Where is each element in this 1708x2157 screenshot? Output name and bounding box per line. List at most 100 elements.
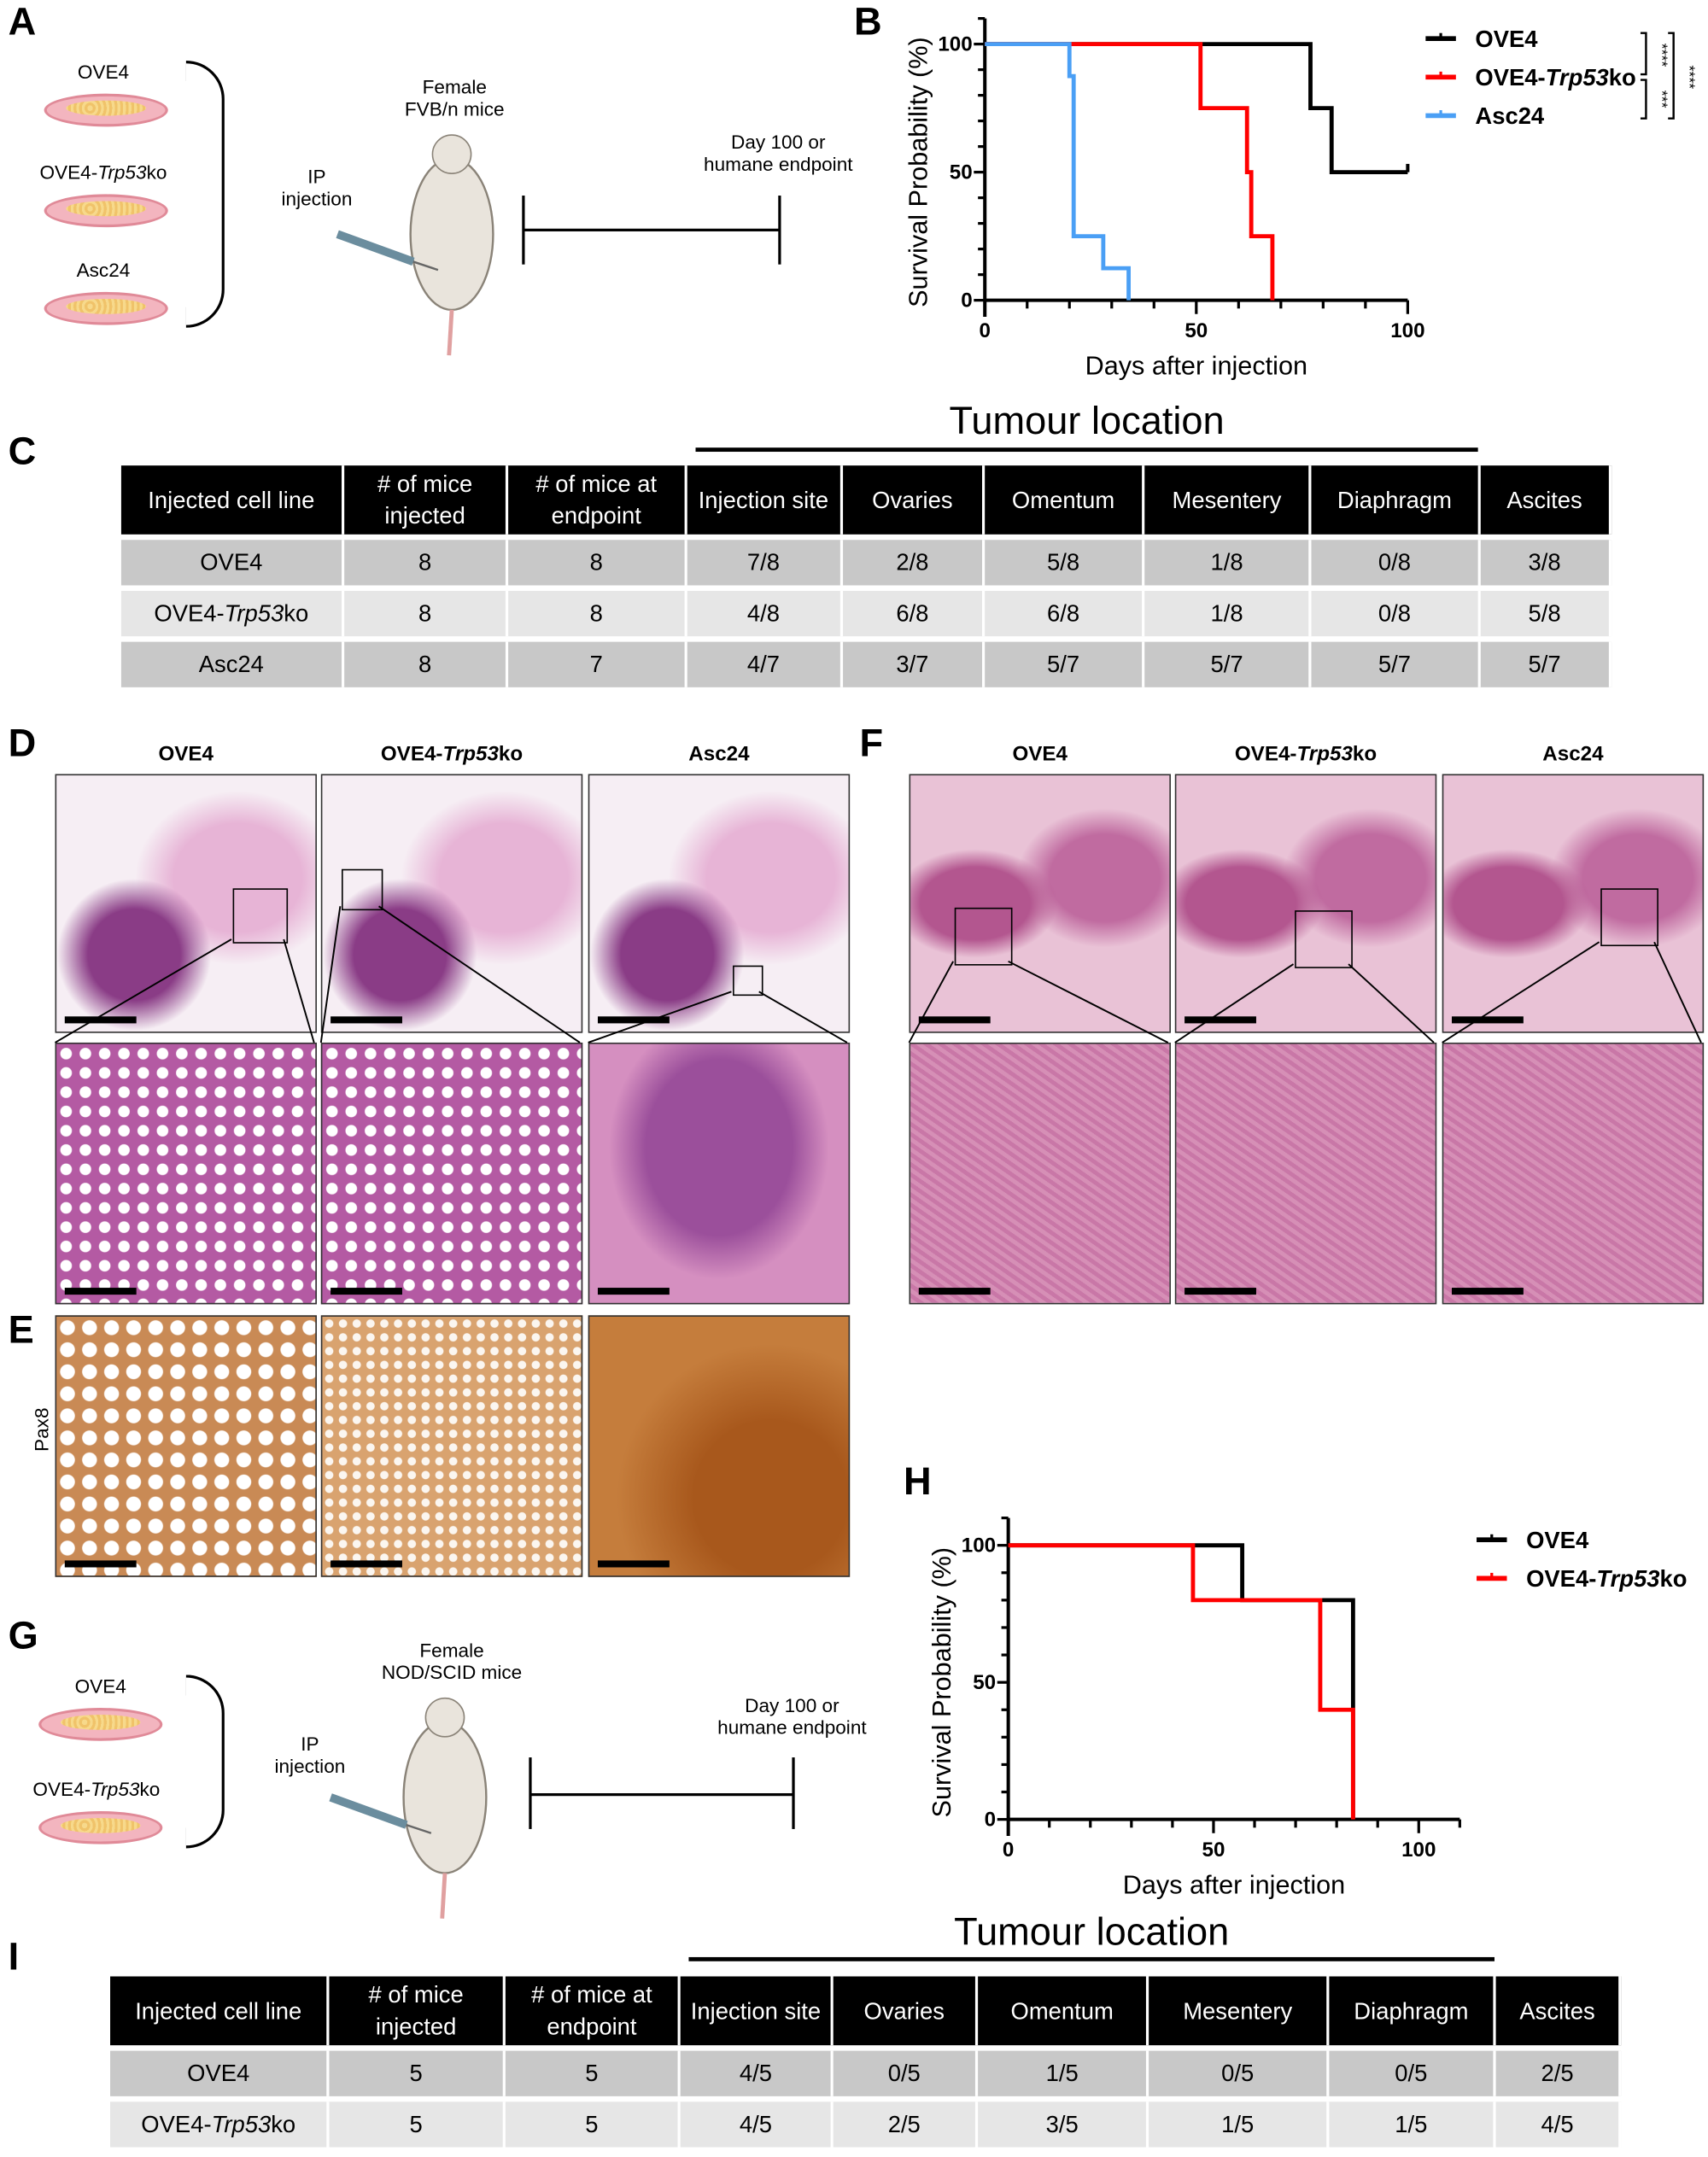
column-title: OVE4-Trp53ko xyxy=(1175,742,1436,765)
table-cell: 1/8 xyxy=(1144,540,1312,586)
mouse-with-syringe-icon xyxy=(336,134,494,356)
table-cell: 4/5 xyxy=(681,2101,834,2148)
scale-bar xyxy=(64,1560,137,1568)
column-header: Injection site xyxy=(687,465,843,535)
scale-bar xyxy=(918,1288,991,1295)
table-cell: 3/5 xyxy=(977,2101,1149,2148)
x-axis-label: Days after injection xyxy=(1085,352,1307,381)
table-cell: 6/8 xyxy=(985,590,1145,637)
survival-curve xyxy=(985,42,1131,301)
table-cell: 7 xyxy=(508,641,687,687)
group-underline xyxy=(688,1956,1494,1961)
y-axis-label: Survival Probability (%) xyxy=(904,37,933,307)
panel-label-b: B xyxy=(853,0,882,43)
table-cell: 5 xyxy=(505,2050,681,2096)
table-cell: 7/8 xyxy=(687,540,843,586)
significance-bracket xyxy=(1640,79,1647,120)
histology-f-overview xyxy=(1174,774,1437,1033)
scale-bar xyxy=(64,1288,137,1295)
scale-bar xyxy=(330,1016,402,1024)
table-cell: 1/5 xyxy=(1149,2101,1329,2148)
table-cell: 5/8 xyxy=(1480,590,1612,637)
panel-label-c: C xyxy=(8,430,37,473)
x-tick-label: 0 xyxy=(1003,1838,1014,1862)
scale-bar xyxy=(1184,1288,1256,1295)
gene-suffix: ko xyxy=(1352,742,1378,766)
histology-d-overview xyxy=(588,774,851,1033)
histology-f-overview xyxy=(909,774,1171,1033)
significance-stars: **** xyxy=(1653,44,1670,67)
table-group-header: Tumour location xyxy=(954,1910,1230,1954)
gene-name: Trp53 xyxy=(1296,742,1353,766)
cell-line-label: OVE4-Trp53ko xyxy=(14,161,193,184)
cell-line-prefix: OVE4- xyxy=(32,1778,91,1801)
x-axis-label: Days after injection xyxy=(1123,1871,1345,1900)
column-header: Ovaries xyxy=(842,465,986,535)
table-header-row: Injected cell line# of mice injected# of… xyxy=(110,1976,1622,2046)
table-cell: 2/8 xyxy=(842,540,986,586)
table-cell: 5/8 xyxy=(985,540,1145,586)
x-tick-label: 50 xyxy=(1202,1838,1225,1862)
zoom-region-box xyxy=(1600,888,1658,947)
stain-label: Pax8 xyxy=(30,1407,53,1452)
x-tick-label: 100 xyxy=(1401,1838,1436,1862)
column-header: Mesentery xyxy=(1149,1976,1329,2046)
panel-label-a: A xyxy=(8,0,37,43)
gene-name: Trp53 xyxy=(91,1778,140,1801)
significance-bracket xyxy=(1640,32,1647,76)
table-cell: 5/7 xyxy=(985,641,1145,687)
zoom-region-box xyxy=(954,907,1013,966)
legend-label: OVE4-Trp53ko xyxy=(1475,64,1635,91)
histology-e-pax8 xyxy=(588,1315,851,1577)
gene-suffix: ko xyxy=(146,161,167,184)
column-header: Omentum xyxy=(977,1976,1149,2046)
timeline-end xyxy=(778,196,781,265)
culture-dish-icon xyxy=(44,291,168,325)
scale-bar xyxy=(597,1560,670,1568)
table-cell: OVE4 xyxy=(110,2050,330,2096)
histology-d-overview xyxy=(55,774,317,1033)
endpoint-label: Day 100 or humane endpoint xyxy=(704,131,853,175)
gene-name: Trp53 xyxy=(442,742,499,766)
column-header: Diaphragm xyxy=(1328,1976,1496,2046)
table-cell: 8 xyxy=(343,590,509,637)
table-cell: 8 xyxy=(508,540,687,586)
column-header: Ascites xyxy=(1480,465,1612,535)
zoom-region-box xyxy=(733,965,763,997)
histology-f-zoom xyxy=(1174,1042,1437,1305)
table-cell: 0/5 xyxy=(1149,2050,1329,2096)
mouse-strain-label: Female NOD/SCID mice xyxy=(381,1639,523,1683)
significance-stars: *** xyxy=(1653,91,1670,108)
timeline-start xyxy=(522,196,525,265)
column-header: # of mice at endpoint xyxy=(505,1976,681,2046)
y-tick-label: 100 xyxy=(962,1534,996,1558)
histology-f-zoom xyxy=(909,1042,1171,1305)
column-title: OVE4 xyxy=(158,742,214,766)
significance-bracket xyxy=(1668,32,1675,120)
y-tick-label: 100 xyxy=(938,33,972,56)
cell-line-label: OVE4 xyxy=(77,60,130,83)
column-header: Injection site xyxy=(681,1976,834,2046)
histology-d-zoom xyxy=(588,1042,851,1305)
brace xyxy=(185,1675,225,1849)
table-cell: 5/7 xyxy=(1480,641,1612,687)
table-cell: 0/5 xyxy=(833,2050,978,2096)
endpoint-label: Day 100 or humane endpoint xyxy=(717,1693,867,1739)
table-cell: 6/8 xyxy=(842,590,986,637)
column-title: OVE4 xyxy=(1012,742,1068,766)
tumour-table-c: Injected cell line# of mice injected# of… xyxy=(120,460,1612,693)
histology-e-pax8 xyxy=(320,1315,583,1577)
table-cell: 0/8 xyxy=(1311,540,1481,586)
histology-d-overview xyxy=(320,774,583,1033)
y-tick-label: 0 xyxy=(985,1809,996,1832)
table-cell: 2/5 xyxy=(1495,2050,1622,2096)
table-cell: 5 xyxy=(329,2101,506,2148)
panel-label-g: G xyxy=(8,1614,38,1657)
scale-bar xyxy=(1184,1016,1256,1024)
survival-curve xyxy=(1008,1543,1355,1820)
timeline xyxy=(523,228,780,231)
mouse-strain-label: Female FVB/n mice xyxy=(404,75,505,120)
